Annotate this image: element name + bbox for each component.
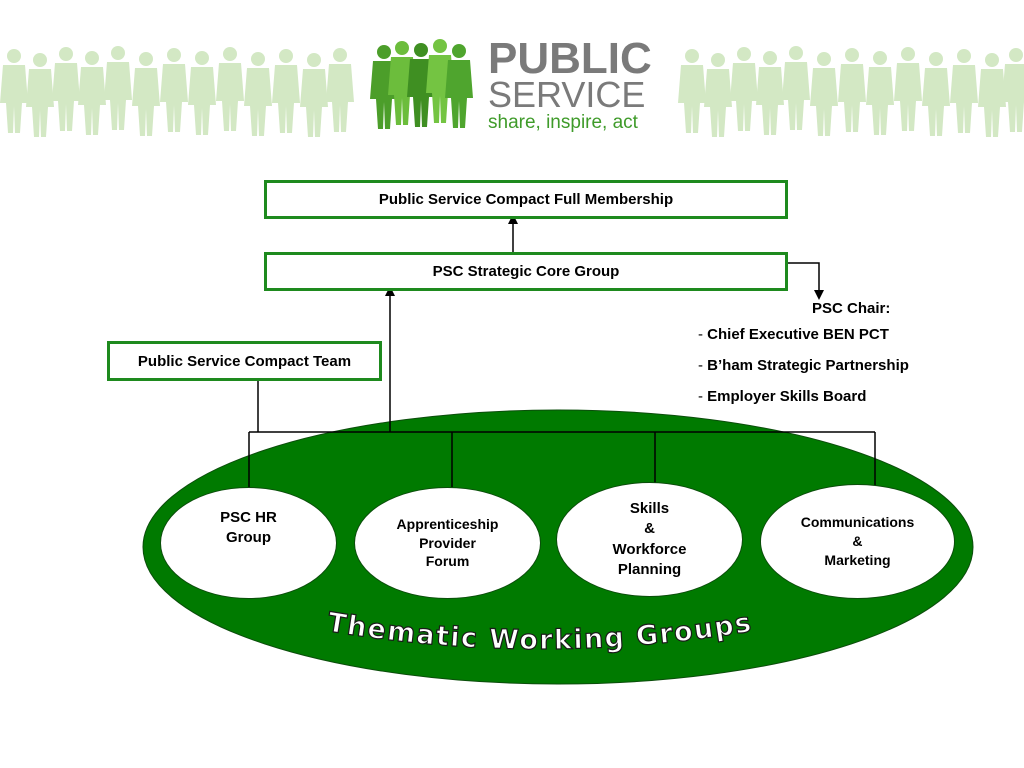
group-skills-workforce: Skills & Workforce Planning bbox=[556, 482, 743, 597]
chair-item: - Chief Executive BEN PCT bbox=[698, 326, 889, 343]
bullet-dash: - bbox=[698, 388, 708, 405]
group-communications-marketing: Communications & Marketing bbox=[760, 484, 955, 599]
header-banner: PUBLIC SERVICE share, inspire, act bbox=[0, 34, 1024, 137]
logo-service: SERVICE bbox=[488, 74, 645, 115]
core-group-box: PSC Strategic Core Group bbox=[264, 252, 788, 291]
chair-item: - B’ham Strategic Partnership bbox=[698, 357, 909, 374]
chair-item: - Employer Skills Board bbox=[698, 388, 867, 405]
connector-arrows bbox=[385, 214, 824, 432]
logo-public: PUBLIC bbox=[488, 34, 652, 83]
compact-team-box: Public Service Compact Team bbox=[107, 341, 382, 381]
bullet-dash: - bbox=[698, 326, 708, 343]
logo-tagline: share, inspire, act bbox=[488, 112, 639, 133]
full-membership-box: Public Service Compact Full Membership bbox=[264, 180, 788, 219]
arrow-to-chair bbox=[787, 262, 824, 300]
psc-chair-info: PSC Chair: - Chief Executive BEN PCT - B… bbox=[698, 300, 998, 419]
psc-chair-title: PSC Chair: bbox=[812, 300, 891, 317]
connector-lines bbox=[248, 379, 876, 487]
group-psc-hr: PSC HR Group bbox=[160, 487, 337, 599]
group-apprenticeship-forum: Apprenticeship Provider Forum bbox=[354, 487, 541, 599]
bullet-dash: - bbox=[698, 357, 708, 374]
